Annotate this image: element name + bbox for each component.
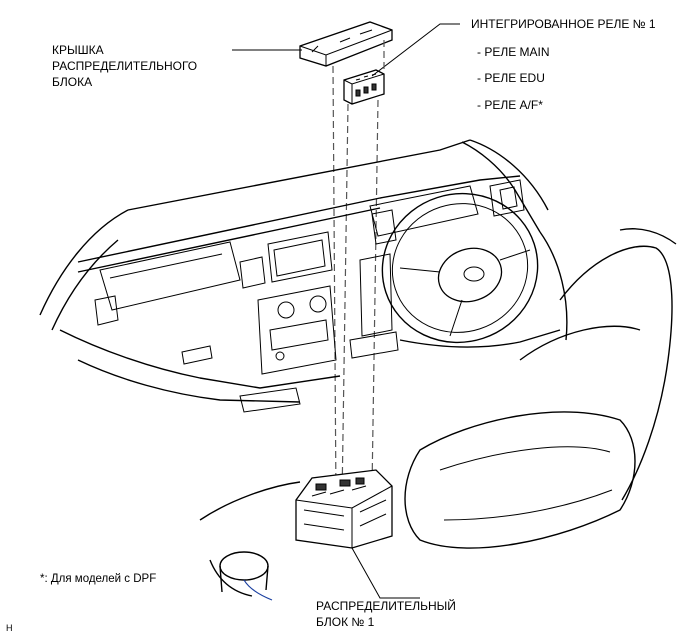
relay-title-label: ИНТЕГРИРОВАННОЕ РЕЛЕ № 1 [471, 17, 656, 31]
junction-block-label-line-2: БЛОК № 1 [316, 615, 375, 629]
dashboard-outline [39, 139, 568, 597]
relay-item-af: - РЕЛЕ A/F* [477, 98, 543, 112]
steering-wheel [381, 192, 539, 344]
junction-block-cover [299, 21, 393, 67]
installation-dash-lines [332, 40, 385, 501]
cover-label-line-3: БЛОКА [52, 75, 93, 89]
junction-block-label: РАСПРЕДЕЛИТЕЛЬНЫЙ БЛОК № 1 [316, 598, 456, 630]
cover-label-line-1: КРЫШКА [52, 43, 104, 57]
driver-seat [404, 228, 677, 549]
pedal-area [219, 551, 273, 601]
cover-label: КРЫШКА РАСПРЕДЕЛИТЕЛЬНОГО БЛОКА [52, 42, 197, 90]
relay-item-main: - РЕЛЕ MAIN [477, 45, 550, 59]
junction-block-label-line-1: РАСПРЕДЕЛИТЕЛЬНЫЙ [316, 599, 456, 613]
relay-leader [371, 23, 460, 77]
corner-mark: H [6, 623, 13, 633]
relay-item-edu: - РЕЛЕ EDU [477, 71, 545, 85]
footnote: *: Для моделей с DPF [40, 573, 157, 585]
junction-block-leader [351, 547, 420, 599]
junction-block-part [295, 469, 393, 549]
leader-lines [232, 23, 460, 599]
cover-label-line-2: РАСПРЕДЕЛИТЕЛЬНОГО [52, 59, 198, 73]
integrated-relay-part [343, 69, 385, 105]
